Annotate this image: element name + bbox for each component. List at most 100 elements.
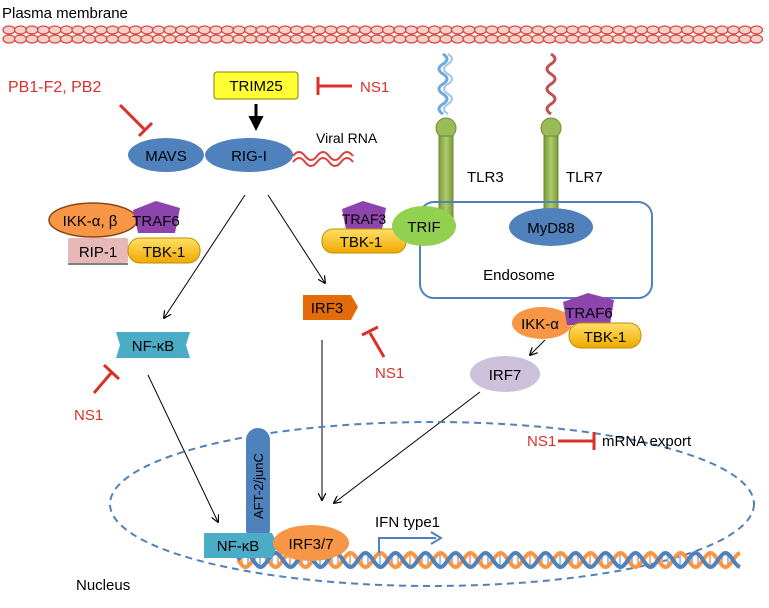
membrane-lipid-bead bbox=[726, 25, 741, 35]
membrane-lipid-bead bbox=[335, 25, 350, 35]
membrane-lipid-bead bbox=[105, 25, 120, 35]
membrane-lipid-bead bbox=[726, 34, 741, 44]
membrane-lipid-bead bbox=[669, 34, 683, 44]
membrane-lipid-bead bbox=[266, 25, 281, 35]
trim25-node bbox=[213, 71, 299, 100]
membrane-lipid-bead bbox=[25, 25, 39, 35]
membrane-lipid-bead bbox=[623, 25, 637, 35]
ikk-a-node bbox=[512, 307, 572, 339]
viral-rna-label: Viral RNA bbox=[316, 130, 378, 146]
irf37-label: IRF3/7 bbox=[288, 536, 333, 553]
membrane-lipid-bead bbox=[82, 34, 97, 44]
membrane-lipid-bead bbox=[496, 25, 511, 35]
membrane-lipid-bead bbox=[117, 34, 131, 44]
membrane-lipid-bead bbox=[473, 34, 488, 44]
membrane-lipid-bead bbox=[209, 34, 223, 44]
traf6-right-label: TRAF6 bbox=[565, 305, 613, 322]
nfkb-nucleus-label: NF-κB bbox=[217, 538, 260, 555]
membrane-lipid-bead bbox=[565, 34, 580, 44]
membrane-lipid-bead bbox=[2, 34, 16, 44]
pb1f2-inhibit-line bbox=[118, 103, 146, 131]
membrane-lipid-bead bbox=[128, 25, 143, 35]
membrane-lipid-bead bbox=[646, 34, 660, 44]
membrane-lipid-bead bbox=[508, 34, 522, 44]
irf7-label: IRF7 bbox=[489, 367, 522, 384]
membrane-lipid-bead bbox=[82, 25, 97, 35]
tbk1-right-label: TBK-1 bbox=[584, 329, 627, 346]
transcription-start-arrow bbox=[378, 537, 436, 553]
membrane-lipid-bead bbox=[749, 25, 764, 35]
membrane-lipid-bead bbox=[255, 34, 269, 44]
membrane-lipid-bead bbox=[623, 34, 637, 44]
membrane-lipid-bead bbox=[163, 34, 177, 44]
membrane-lipid-bead bbox=[186, 34, 200, 44]
membrane-lipid-bead bbox=[312, 25, 327, 35]
membrane-lipid-bead bbox=[680, 25, 695, 35]
membrane-lipid-bead bbox=[404, 34, 419, 44]
membrane-lipid-bead bbox=[588, 34, 603, 44]
irf3-label: IRF3 bbox=[311, 300, 344, 317]
membrane-lipid-bead bbox=[186, 25, 200, 35]
ns1-trim25-label: NS1 bbox=[360, 79, 389, 96]
viral-rna-wave bbox=[292, 151, 354, 161]
membrane-lipid-bead bbox=[25, 34, 39, 44]
membrane-lipid-bead bbox=[48, 25, 62, 35]
plasma-membrane bbox=[2, 25, 764, 44]
tlr7-head bbox=[540, 117, 562, 139]
traf3-label: TRAF3 bbox=[342, 211, 387, 227]
membrane-lipid-bead bbox=[335, 34, 350, 44]
membrane-lipid-bead bbox=[197, 25, 212, 35]
membrane-lipid-bead bbox=[324, 25, 338, 35]
membrane-lipid-bead bbox=[680, 34, 695, 44]
membrane-lipid-bead bbox=[393, 25, 407, 35]
tbk1-left-label: TBK-1 bbox=[143, 244, 186, 261]
membrane-lipid-bead bbox=[703, 34, 718, 44]
mavs-node bbox=[128, 138, 204, 172]
membrane-lipid-bead bbox=[531, 25, 545, 35]
tlr3-label: TLR3 bbox=[467, 169, 504, 186]
endosome-label: Endosome bbox=[483, 267, 555, 284]
membrane-lipid-bead bbox=[519, 34, 534, 44]
membrane-lipid-bead bbox=[48, 34, 62, 44]
membrane-lipid-bead bbox=[692, 34, 706, 44]
ns1-nfkb-inhibit-line bbox=[92, 371, 114, 394]
endosome-compartment bbox=[419, 201, 653, 299]
membrane-lipid-bead bbox=[439, 25, 453, 35]
nfkb-node bbox=[116, 332, 190, 358]
transcription-arrowhead bbox=[430, 531, 443, 545]
membrane-lipid-bead bbox=[416, 34, 430, 44]
membrane-lipid-bead bbox=[220, 25, 235, 35]
membrane-lipid-bead bbox=[692, 25, 706, 35]
membrane-lipid-bead bbox=[71, 34, 85, 44]
mrna-export-label: mRNA export bbox=[602, 433, 692, 450]
membrane-lipid-bead bbox=[232, 25, 246, 35]
membrane-lipid-bead bbox=[117, 25, 131, 35]
tlr3-rna-wave bbox=[437, 52, 449, 116]
nfkb-nucleus-node bbox=[204, 533, 278, 558]
traf6-left-label: TRAF6 bbox=[132, 213, 180, 230]
rip1-node bbox=[68, 238, 128, 263]
ikk-to-irf7-arrow bbox=[530, 339, 546, 355]
membrane-lipid-bead bbox=[738, 34, 752, 44]
membrane-lipid-bead bbox=[301, 34, 315, 44]
membrane-lipid-bead bbox=[542, 34, 557, 44]
pb1f2-pb2-label: PB1-F2, PB2 bbox=[8, 79, 101, 96]
ns1-irf3-label: NS1 bbox=[375, 365, 404, 382]
membrane-lipid-bead bbox=[347, 25, 361, 35]
membrane-lipid-bead bbox=[59, 25, 74, 35]
membrane-lipid-bead bbox=[232, 34, 246, 44]
membrane-lipid-bead bbox=[404, 25, 419, 35]
nucleus-label: Nucleus bbox=[76, 577, 130, 594]
tlr3-rna-wave-2 bbox=[443, 53, 453, 115]
ns1-irf3-inhibit-line bbox=[368, 332, 386, 358]
membrane-lipid-bead bbox=[450, 34, 465, 44]
nfkb-to-nucleus-arrow bbox=[147, 374, 218, 522]
pb1f2-inhibit-bar bbox=[137, 121, 154, 138]
membrane-lipid-bead bbox=[519, 25, 534, 35]
tlr7-label: TLR7 bbox=[566, 169, 603, 186]
membrane-lipid-bead bbox=[427, 25, 442, 35]
membrane-lipid-bead bbox=[565, 25, 580, 35]
tbk1-right-node bbox=[568, 322, 642, 349]
membrane-lipid-bead bbox=[289, 34, 304, 44]
